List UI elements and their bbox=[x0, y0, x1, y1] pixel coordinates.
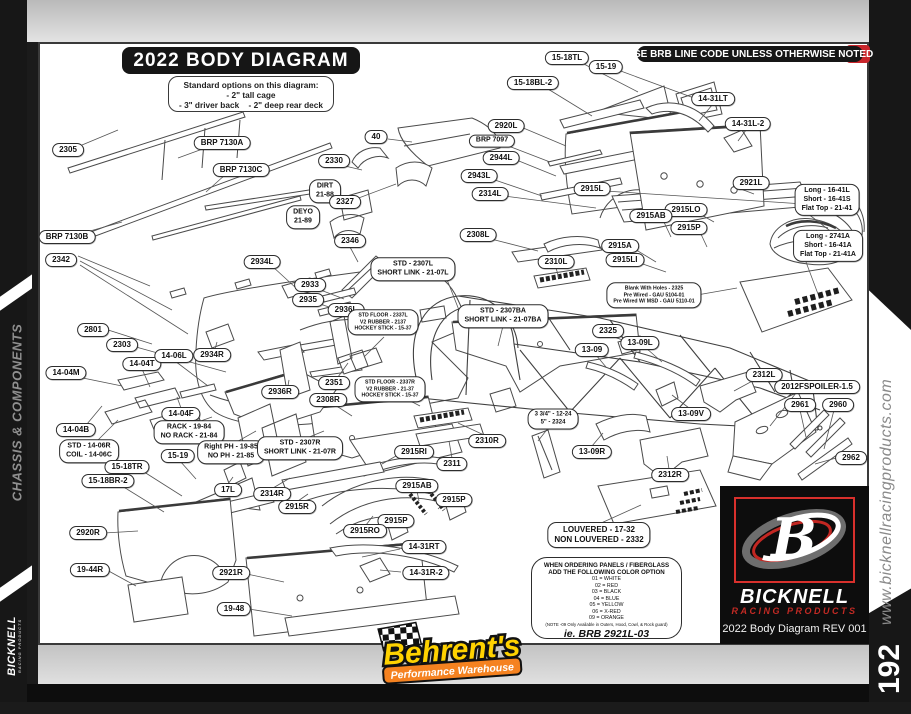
page-title: 2022 BODY DIAGRAM bbox=[122, 47, 360, 74]
ordering-title-line1: WHEN ORDERING PANELS / FIBERGLASS bbox=[543, 562, 670, 569]
ordering-example: ie. BRB 2921L-03 bbox=[563, 628, 650, 641]
left-sidebar: CHASSIS & COMPONENTS BICKNELL RACING PRO… bbox=[0, 0, 32, 702]
options-line3b: - 2" deep rear deck bbox=[248, 100, 324, 110]
behrents-logo: Performance Warehouse Behrent's bbox=[377, 621, 524, 685]
behrents-banner bbox=[382, 656, 523, 685]
bicknell-sub-wordmark: RACING PRODUCTS bbox=[731, 606, 858, 616]
color-option: 05 = YELLOW bbox=[589, 602, 624, 609]
diagram-revision-caption: 2022 Body Diagram REV 001 bbox=[722, 623, 867, 635]
bicknell-logo-letter: B bbox=[769, 506, 817, 570]
color-option: 06 = X-RED bbox=[592, 608, 621, 615]
bicknell-logo: B bbox=[734, 497, 855, 583]
options-line1: Standard options on this diagram: bbox=[183, 80, 319, 90]
color-option: 03 = BLACK bbox=[591, 589, 622, 596]
options-line2: - 2" tall cage bbox=[226, 90, 276, 100]
checkered-flag-icon bbox=[377, 621, 423, 652]
color-option: 01 = WHITE bbox=[592, 576, 621, 583]
standard-options-box: Standard options on this diagram: - 2" t… bbox=[168, 76, 334, 112]
ordering-note: (NOTE -09 Only Available in Outers, Hood… bbox=[545, 622, 668, 628]
bicknell-brand-box: B BICKNELL RACING PRODUCTS 2022 Body Dia… bbox=[720, 486, 869, 644]
color-option: 04 = BLUE bbox=[593, 595, 620, 602]
bicknell-wordmark: BICKNELL bbox=[739, 586, 850, 608]
color-ordering-box: WHEN ORDERING PANELS / FIBERGLASS ADD TH… bbox=[531, 557, 682, 641]
options-line3a: - 3" driver back bbox=[179, 100, 240, 110]
line-code-notice: USE BRB LINE CODE UNLESS OTHERWISE NOTED bbox=[627, 46, 873, 62]
right-sidebar: www.bicknellracingproducts.com 192 bbox=[869, 0, 911, 702]
color-option: 09 = ORANGE bbox=[589, 614, 624, 621]
bottom-black-strip bbox=[0, 684, 911, 702]
color-option: 02 = RED bbox=[594, 582, 619, 589]
top-gray-band bbox=[27, 0, 911, 42]
right-top-wedge bbox=[869, 0, 911, 330]
ordering-title-line2: ADD THE FOLLOWING COLOR OPTION bbox=[548, 569, 665, 577]
